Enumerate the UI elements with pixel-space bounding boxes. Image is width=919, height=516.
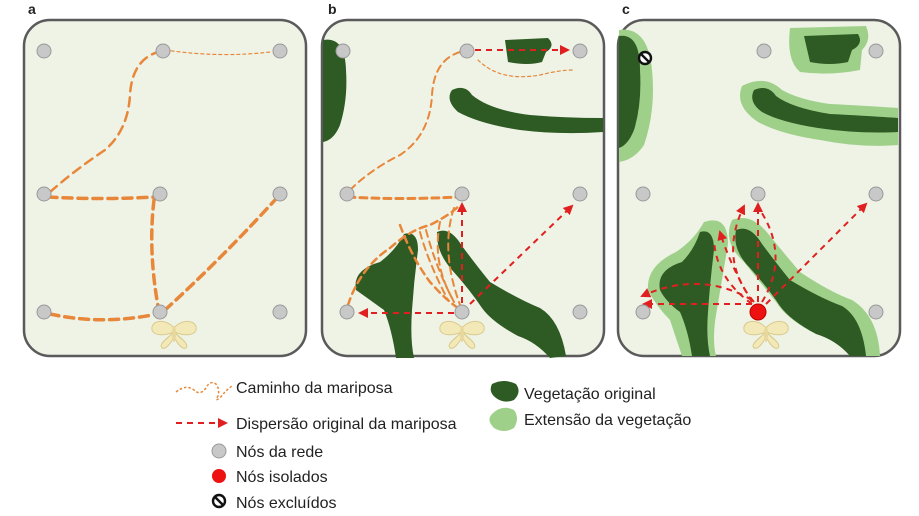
network-node <box>152 186 168 202</box>
network-node <box>459 43 475 59</box>
network-node <box>635 304 651 320</box>
network-node <box>36 186 52 202</box>
isolated-node <box>749 303 767 321</box>
network-node <box>750 186 766 202</box>
panel-c <box>616 18 902 358</box>
legend-label-dispersal: Dispersão original da mariposa <box>236 416 457 433</box>
diagram: a b c <box>22 1 902 358</box>
gray-node-icon <box>211 443 227 459</box>
legend-label-excluded-nodes: Nós excluídos <box>236 495 337 512</box>
legend-item-isolated-nodes: Nós isolados <box>212 469 328 486</box>
original-vegetation-b <box>323 38 603 358</box>
network-node <box>339 304 355 320</box>
panel-b <box>320 18 606 358</box>
network-node <box>339 186 355 202</box>
panel-label-c: c <box>622 1 630 17</box>
legend-item-moth-path: Caminho da mariposa <box>175 380 393 401</box>
network-node <box>36 43 52 59</box>
legend-label-isolated-nodes: Nós isolados <box>236 469 328 486</box>
network-node <box>635 186 651 202</box>
legend-item-network-nodes: Nós da rede <box>211 443 323 461</box>
network-node <box>868 186 884 202</box>
legend-label-vegetation-extension: Extensão da vegetação <box>524 412 691 429</box>
panel-label-b: b <box>328 1 337 17</box>
moth-dispersal-c <box>640 202 868 309</box>
legend: Caminho da mariposa Dispersão original d… <box>175 380 691 512</box>
legend-item-vegetation-extension: Extensão da vegetação <box>489 407 691 431</box>
legend-label-original-vegetation: Vegetação original <box>524 386 656 403</box>
network-node <box>454 304 470 320</box>
network-node <box>152 304 168 320</box>
original-vegetation-c <box>619 34 898 356</box>
moth-paths-b <box>346 51 574 310</box>
panel-a <box>22 18 308 358</box>
legend-item-excluded-nodes: Nós excluídos <box>211 493 337 512</box>
network-node <box>572 43 588 59</box>
network-node <box>155 43 171 59</box>
excluded-node-slash <box>640 53 650 63</box>
network-node <box>572 186 588 202</box>
dark-vegetation-icon <box>490 381 519 402</box>
network-node <box>868 304 884 320</box>
network-node <box>335 43 351 59</box>
legend-item-dispersal: Dispersão original da mariposa <box>176 416 457 433</box>
light-vegetation-icon <box>489 407 517 431</box>
network-node <box>868 43 884 59</box>
wiggly-path-icon <box>175 381 233 401</box>
network-node <box>272 304 288 320</box>
network-node <box>272 186 288 202</box>
legend-label-network-nodes: Nós da rede <box>236 444 323 461</box>
legend-label-moth-path: Caminho da mariposa <box>236 380 393 397</box>
excluded-node-icon-slash <box>214 496 224 506</box>
panel-label-a: a <box>28 1 36 17</box>
network-node <box>36 304 52 320</box>
network-node <box>756 43 772 59</box>
network-node <box>272 43 288 59</box>
network-node <box>454 186 470 202</box>
legend-item-original-vegetation: Vegetação original <box>490 381 656 403</box>
moth-paths-a <box>46 49 277 322</box>
red-node-icon <box>212 469 226 483</box>
network-node <box>572 304 588 320</box>
moth-dispersal-b <box>358 45 574 318</box>
